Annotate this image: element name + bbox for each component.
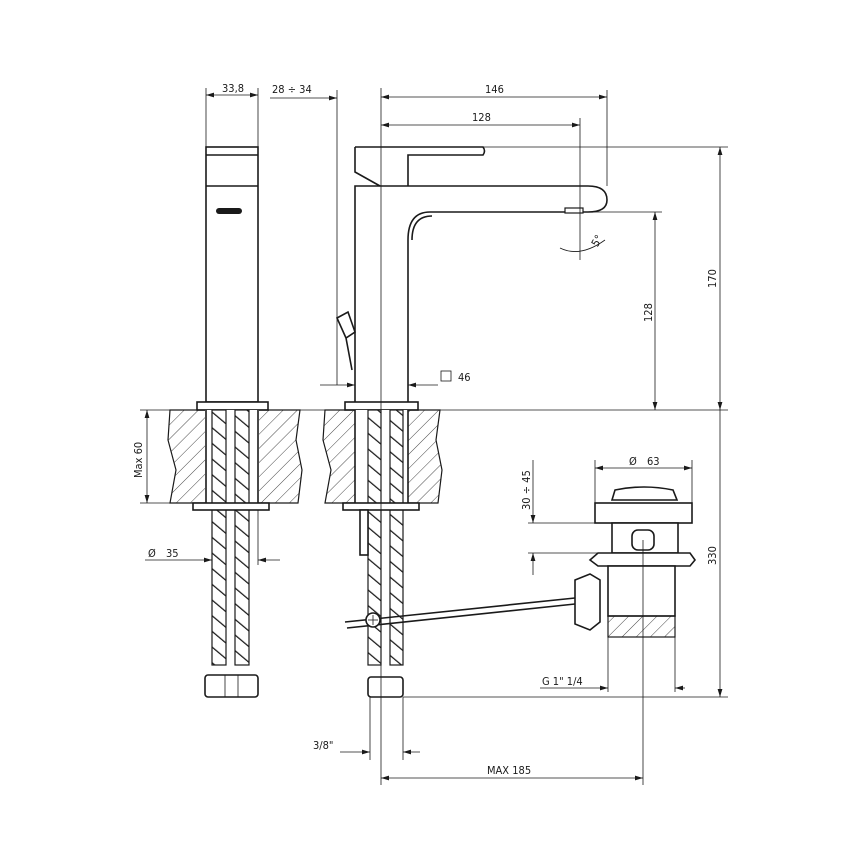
dim-body-width: 33,8 [222, 82, 244, 95]
front-view [322, 90, 608, 698]
dim-body-square: 46 [458, 371, 471, 384]
dim-waste-height: 30 ÷ 45 [520, 470, 533, 510]
dim-spout-angle: 5° [589, 233, 606, 249]
base-plate-front [344, 401, 419, 411]
lever-handle [354, 146, 486, 187]
hose-right-2 [389, 409, 404, 666]
dim-max-reach: MAX 185 [487, 764, 531, 777]
hose-nut-side [204, 674, 259, 698]
dim-max-counter: Max 60 [132, 442, 145, 478]
hose-nut-front [367, 676, 404, 698]
drain-rod [344, 597, 576, 629]
hose-left-2 [234, 409, 250, 666]
tap-body-front [354, 185, 608, 402]
diameter-symbol: Ø [629, 455, 637, 468]
fixing-nut-side [192, 502, 270, 511]
dim-hose-thread: 3/8" [313, 739, 333, 752]
waste-nut [574, 573, 601, 631]
pop-up-waste [574, 486, 697, 638]
dim-hole-diameter: 35 [166, 547, 179, 560]
dim-spout-reach: 128 [472, 111, 491, 124]
dim-waste-depth: 330 [706, 546, 719, 565]
dim-rod-distance: 28 ÷ 34 [272, 83, 312, 96]
side-view [167, 146, 303, 698]
popup-knob [335, 310, 356, 371]
aerator-side [216, 208, 242, 214]
aerator-front [564, 207, 584, 214]
dim-spout-height: 128 [642, 303, 655, 322]
waste-thread [607, 615, 676, 638]
waste-cap [610, 486, 679, 501]
diameter-symbol: Ø [148, 547, 156, 560]
dim-waste-diameter: 63 [647, 455, 660, 468]
dim-total-height: 170 [706, 269, 719, 288]
waste-flange [594, 502, 693, 524]
hose-left-1 [211, 409, 227, 666]
base-plate-side [196, 401, 269, 411]
dim-total-reach: 146 [485, 83, 504, 96]
dim-waste-thread: G 1" 1/4 [542, 675, 583, 688]
